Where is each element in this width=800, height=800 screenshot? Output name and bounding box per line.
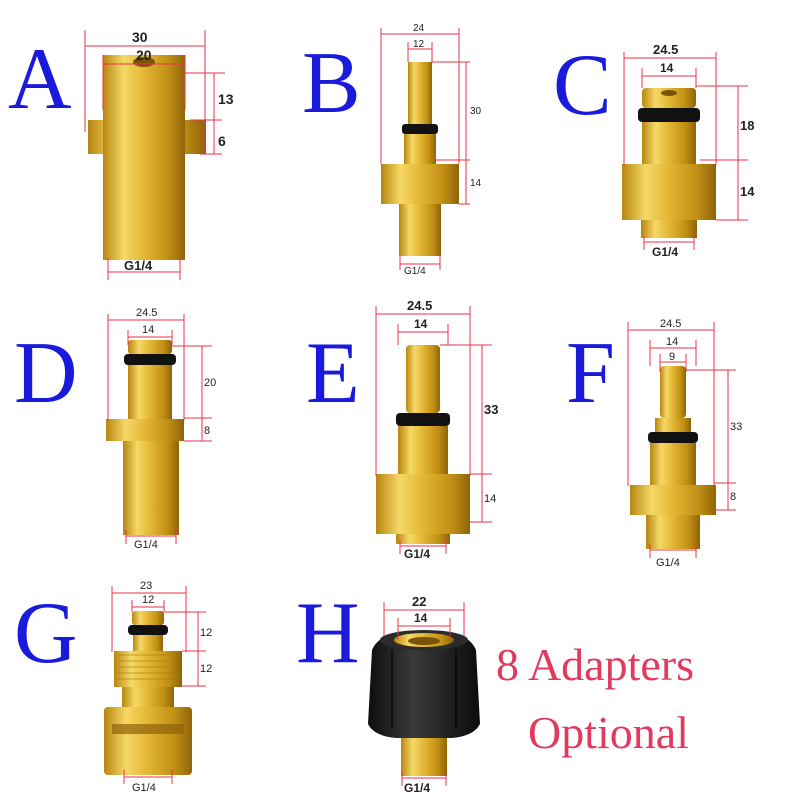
adapter-e-flange <box>376 474 470 534</box>
adapter-h-dim-inner: 14 <box>414 611 428 625</box>
label-letter-d: D <box>14 325 78 422</box>
adapter-g-dim-h2: 12 <box>200 663 212 675</box>
adapter-d-body <box>123 441 179 535</box>
adapter-e-dim-h2: 14 <box>484 493 496 505</box>
adapter-f-dim-top: 24.5 <box>660 318 681 330</box>
adapter-e-tip <box>406 345 440 413</box>
adapter-e-dim-thread: G1/4 <box>404 547 430 561</box>
adapter-b-dim-inner: 12 <box>413 39 425 50</box>
adapter-e-dim-inner: 14 <box>414 317 428 331</box>
adapter-g-dim-top: 23 <box>140 580 152 592</box>
adapter-c-dim-h1: 18 <box>740 118 754 133</box>
adapter-h-dim-thread: G1/4 <box>404 781 430 795</box>
adapter-b-dim-top: 24 <box>413 23 425 34</box>
adapter-a-dim-thread: G1/4 <box>124 258 153 273</box>
adapter-c-dim-inner: 14 <box>660 61 674 75</box>
adapter-h-stem <box>401 738 447 776</box>
adapter-a-body <box>103 55 185 260</box>
adapter-d-dim-h2: 8 <box>204 425 210 437</box>
label-letter-b: B <box>302 35 361 132</box>
adapter-a-dim-h2: 6 <box>218 133 226 149</box>
label-letter-f: F <box>566 325 615 422</box>
adapter-g-dim-thread: G1/4 <box>132 782 156 794</box>
tagline-line-2: Optional <box>528 707 689 758</box>
adapter-d-tip <box>128 340 172 354</box>
adapter-g-neck <box>133 635 163 651</box>
adapter-h-brass-bore <box>408 637 440 645</box>
adapter-b-body <box>399 204 441 256</box>
adapter-f-neck <box>650 443 696 485</box>
adapter-b-tip <box>408 62 432 124</box>
adapter-f-dim-thread: G1/4 <box>656 557 680 569</box>
adapter-e-oring <box>396 413 450 426</box>
adapter-d-flange <box>106 419 184 441</box>
label-letter-c: C <box>553 37 612 134</box>
adapter-a-dim-inner: 20 <box>136 47 152 63</box>
adapter-b-dim-thread: G1/4 <box>404 266 426 277</box>
adapter-g-waist <box>122 687 174 707</box>
adapter-a-dim-h1: 13 <box>218 91 234 107</box>
adapter-c-tip <box>642 88 696 108</box>
adapter-e-body <box>396 534 450 544</box>
adapter-b-oring <box>402 124 438 134</box>
label-letter-a: A <box>8 31 72 128</box>
adapter-d-dim-thread: G1/4 <box>134 539 158 551</box>
adapter-e-dim-top: 24.5 <box>407 298 432 313</box>
adapter-e-neck <box>398 426 448 474</box>
adapter-h-dim-top: 22 <box>412 594 426 609</box>
adapter-c-oring <box>638 108 700 122</box>
tagline-line-1: 8 Adapters <box>496 639 695 690</box>
adapter-c-flange <box>622 164 716 220</box>
adapter-c-neck <box>642 122 696 164</box>
adapter-d-neck <box>128 365 172 419</box>
adapter-b-neck <box>404 134 436 164</box>
adapter-a-dim-top: 30 <box>132 29 148 45</box>
adapter-d-oring <box>124 354 176 365</box>
adapter-c-dim-thread: G1/4 <box>652 245 678 259</box>
adapter-c-body <box>641 220 697 238</box>
adapter-g-tip <box>132 611 164 625</box>
adapter-h-nut <box>368 634 480 738</box>
adapter-g-knurl <box>114 651 182 687</box>
label-letter-h: H <box>296 585 360 682</box>
adapter-f-oring <box>648 432 698 443</box>
adapter-c-dim-top: 24.5 <box>653 42 678 57</box>
adapter-c-bore <box>661 90 677 96</box>
adapter-b-dim-h2: 14 <box>470 178 482 189</box>
adapter-f-dim-inner: 14 <box>666 336 678 348</box>
adapter-f-flange <box>630 485 716 515</box>
adapter-d-dim-top: 24.5 <box>136 307 157 319</box>
adapter-d-dim-inner: 14 <box>142 324 154 336</box>
adapter-f-dim-h2: 8 <box>730 491 736 503</box>
adapter-b-flange <box>381 164 459 204</box>
adapter-e-dim-h1: 33 <box>484 402 498 417</box>
adapter-g-dim-h1: 12 <box>200 627 212 639</box>
adapter-g-oring <box>128 625 168 635</box>
label-letter-e: E <box>306 325 360 422</box>
adapter-b-dim-h1: 30 <box>470 106 482 117</box>
adapter-f-tip <box>660 366 686 418</box>
adapter-f-body <box>646 515 700 549</box>
adapter-d-dim-h1: 20 <box>204 377 216 389</box>
adapter-f-neck-upper <box>655 418 691 432</box>
adapter-f-dim-h1: 33 <box>730 421 742 433</box>
adapter-g-slot <box>112 724 184 734</box>
adapter-c-dim-h2: 14 <box>740 184 755 199</box>
adapter-f-dim-inner2: 9 <box>669 351 675 363</box>
label-letter-g: G <box>14 585 78 682</box>
adapter-g-dim-inner: 12 <box>142 594 154 606</box>
